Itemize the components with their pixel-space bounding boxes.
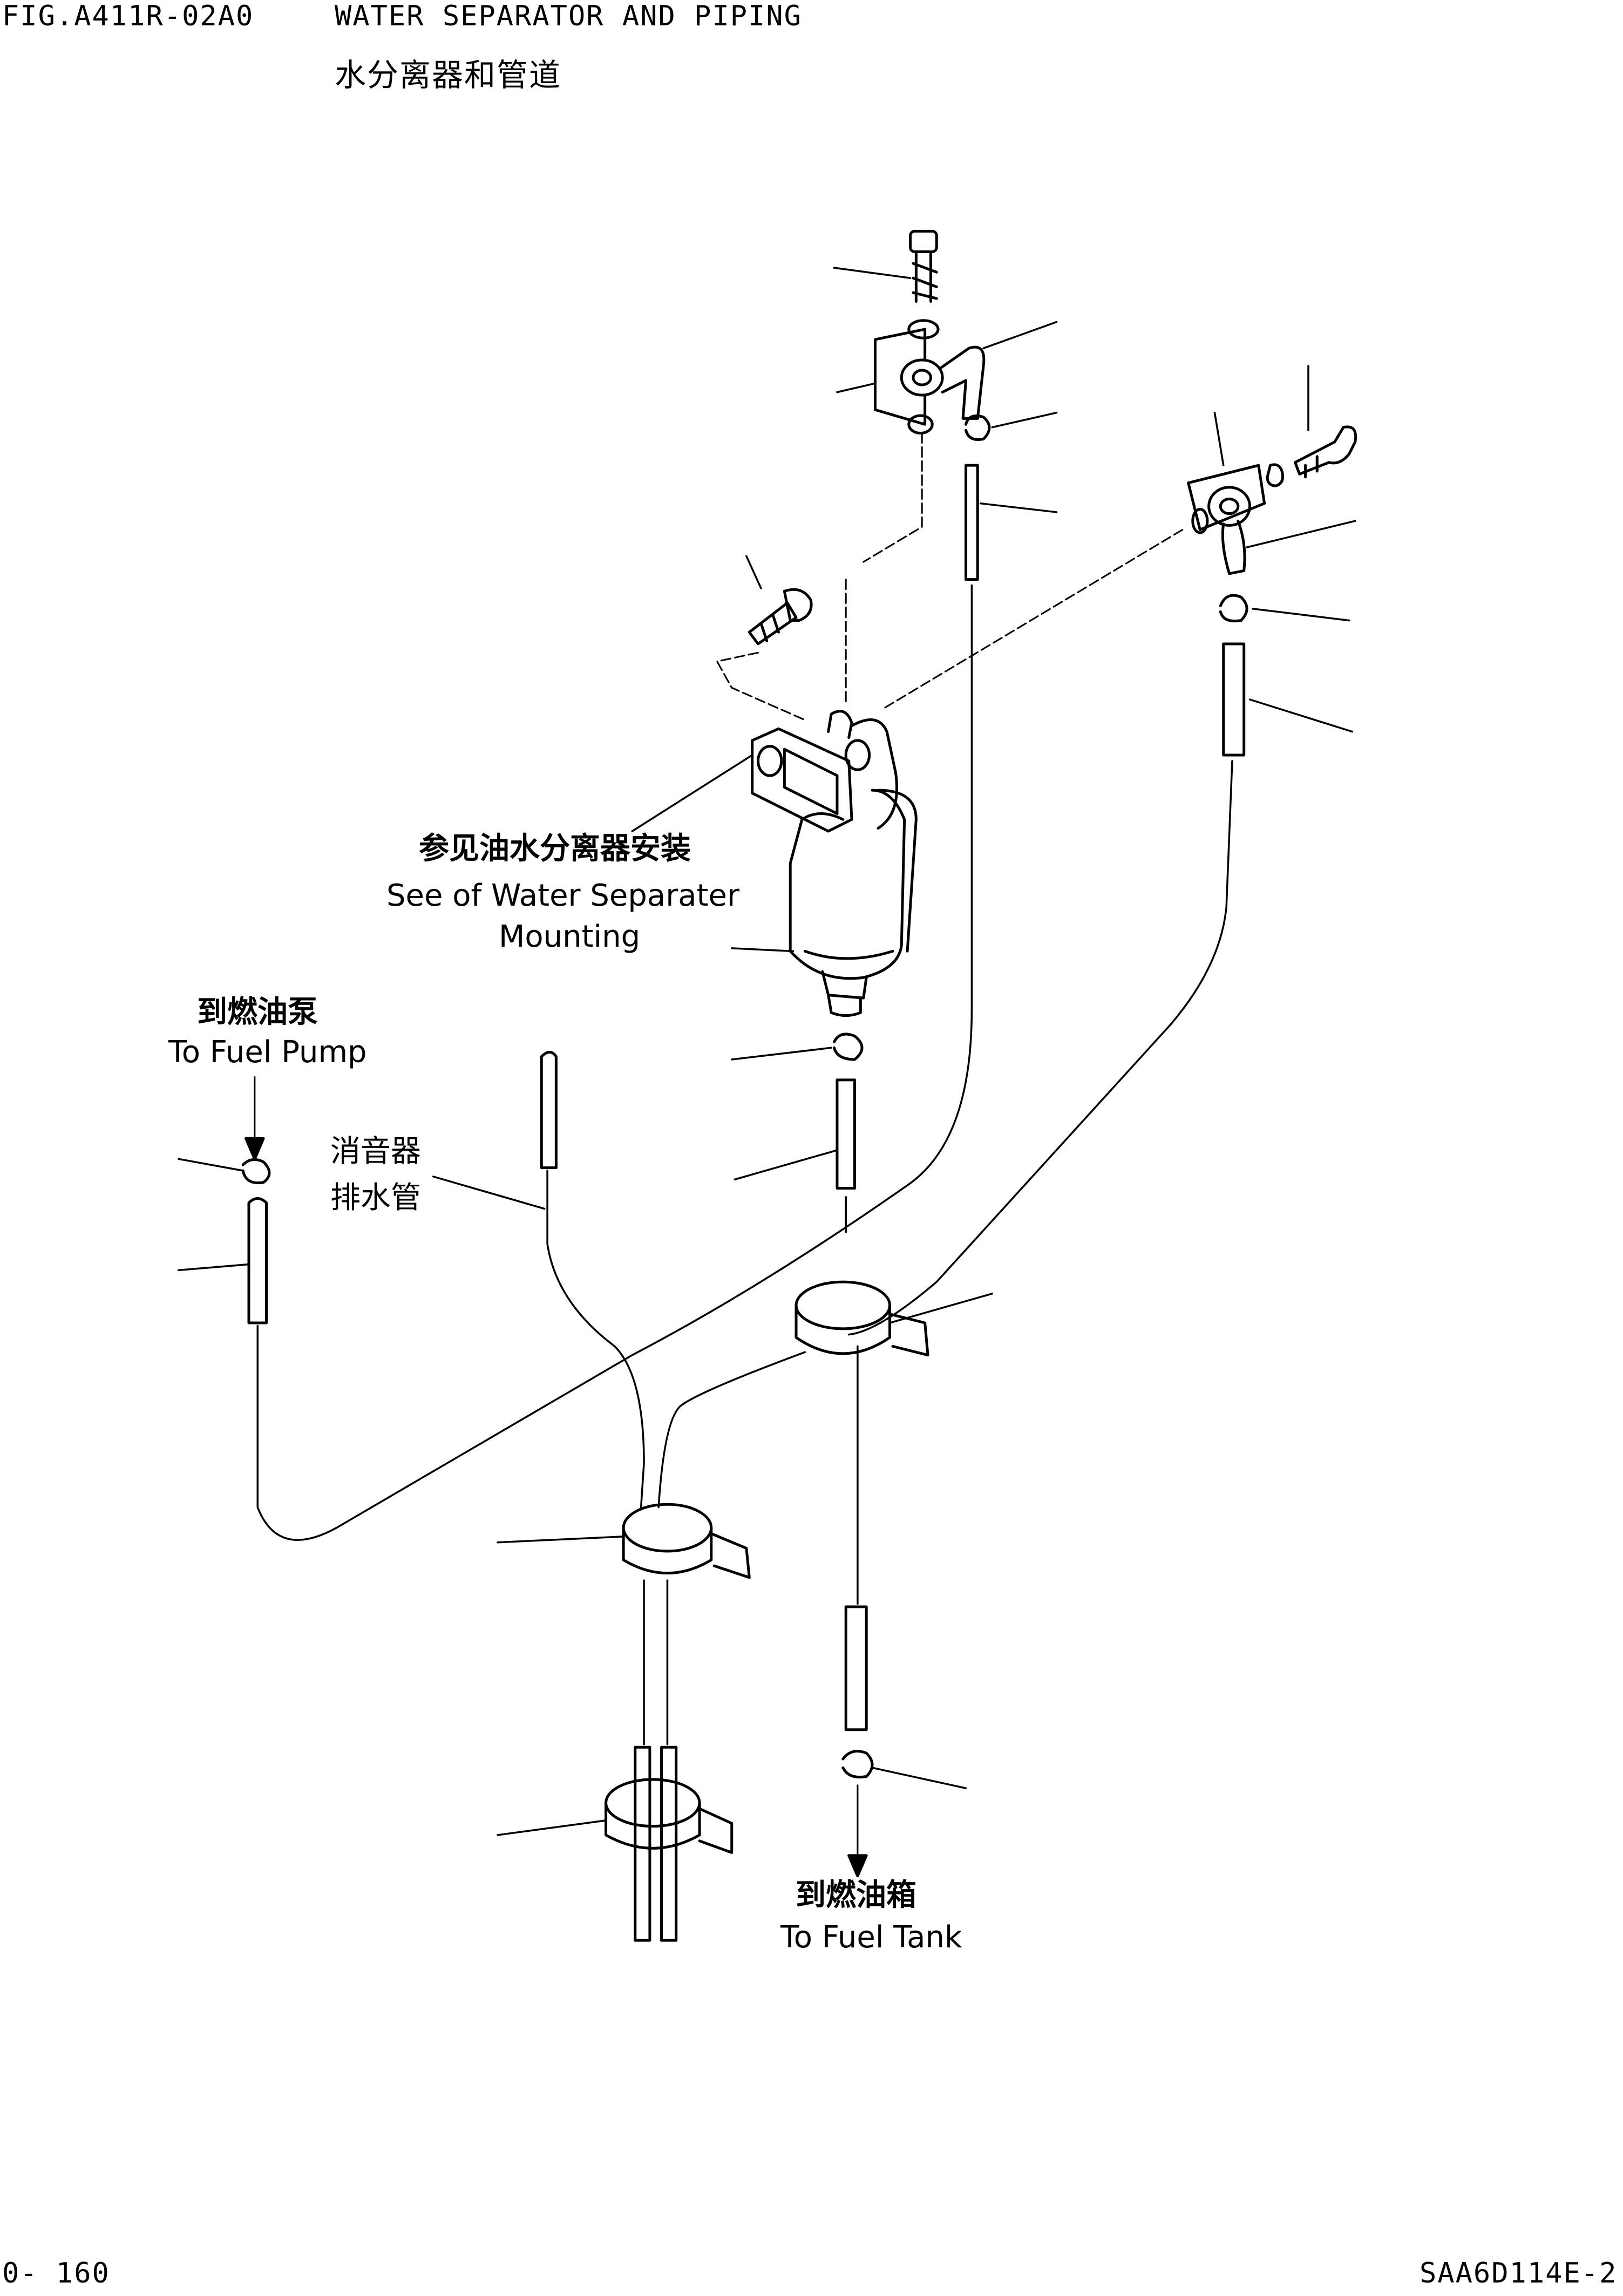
separator-label-cn: 参见油水分离器安装 <box>419 831 691 866</box>
hose <box>837 1080 855 1188</box>
hose <box>1224 644 1244 755</box>
water-separator <box>752 711 916 1016</box>
fuel-tank-label-cn: 到燃油箱 <box>796 1878 916 1913</box>
fuel-pipe <box>849 761 1232 1335</box>
hose <box>846 1607 866 1730</box>
model-code: SAA6D114E-2 <box>1420 2257 1618 2290</box>
hose <box>249 1199 267 1323</box>
banjo-bracket <box>875 329 925 424</box>
figure-title-en: WATER SEPARATOR AND PIPING <box>335 0 802 32</box>
fuel-pump-label-en: To Fuel Pump <box>168 1035 367 1070</box>
top-bolt <box>911 231 937 301</box>
muffler-drain-label-2: 排水管 <box>330 1180 421 1215</box>
fuel-pipe <box>257 586 972 1540</box>
right-top-bolt <box>1295 427 1356 477</box>
fuel-pump-label-cn: 到燃油泵 <box>197 995 318 1030</box>
washer <box>909 416 932 433</box>
figure-title-cn: 水分离器和管道 <box>335 57 562 93</box>
hose-clip <box>834 1034 863 1059</box>
hose-clip <box>843 1751 872 1777</box>
hose-clip <box>966 416 989 439</box>
separator-bolt <box>749 589 811 644</box>
figure-number: FIG.A411R-02A0 <box>2 0 254 32</box>
hose <box>966 465 978 579</box>
muffler-drain-label-1: 消音器 <box>330 1134 421 1169</box>
band-clamp <box>606 1779 732 1853</box>
washer <box>1193 510 1207 533</box>
page-number: 0- 160 <box>2 2257 110 2290</box>
hose-clip <box>1220 595 1247 621</box>
washer <box>909 321 938 338</box>
banjo-fitting <box>901 347 984 418</box>
hose <box>541 1052 556 1167</box>
banjo-bracket <box>1189 465 1265 529</box>
washer <box>1267 465 1282 486</box>
hose-clip <box>243 1159 269 1183</box>
fuel-pipe <box>658 1352 805 1507</box>
separator-label-en-2: Mounting <box>499 919 641 954</box>
fuel-pipe <box>547 1171 644 1507</box>
banjo-fitting <box>1209 487 1250 574</box>
fuel-tank-label-en: To Fuel Tank <box>780 1920 962 1955</box>
hose <box>635 1747 676 1940</box>
separator-label-en: See of Water Separater <box>386 878 740 913</box>
band-clamp <box>623 1504 749 1578</box>
fuel-pipe <box>644 1580 667 1744</box>
